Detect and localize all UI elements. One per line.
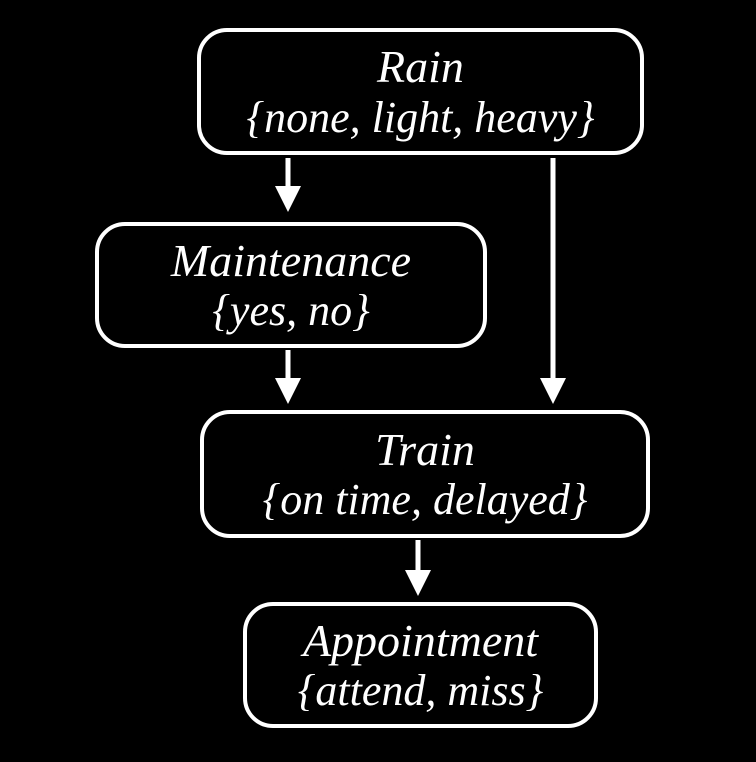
node-train-domain: {on time, delayed} [262,475,588,525]
node-maintenance: Maintenance {yes, no} [95,222,487,348]
edge-maintenance-to-train-arrow [275,350,301,404]
edge-train-to-appointment-arrow [405,540,431,596]
node-maintenance-label: Maintenance [170,234,412,286]
node-train: Train {on time, delayed} [200,410,650,538]
node-appointment: Appointment {attend, miss} [243,602,598,728]
node-rain: Rain {none, light, heavy} [197,28,644,155]
edge-rain-to-maintenance-arrow [275,158,301,212]
node-rain-label: Rain [377,41,464,93]
edge-rain-to-train-arrow [540,158,566,404]
node-maintenance-domain: {yes, no} [212,286,370,336]
node-train-label: Train [375,423,475,475]
node-appointment-label: Appointment [302,614,539,666]
node-rain-domain: {none, light, heavy} [246,92,595,142]
node-appointment-domain: {attend, miss} [297,666,544,716]
